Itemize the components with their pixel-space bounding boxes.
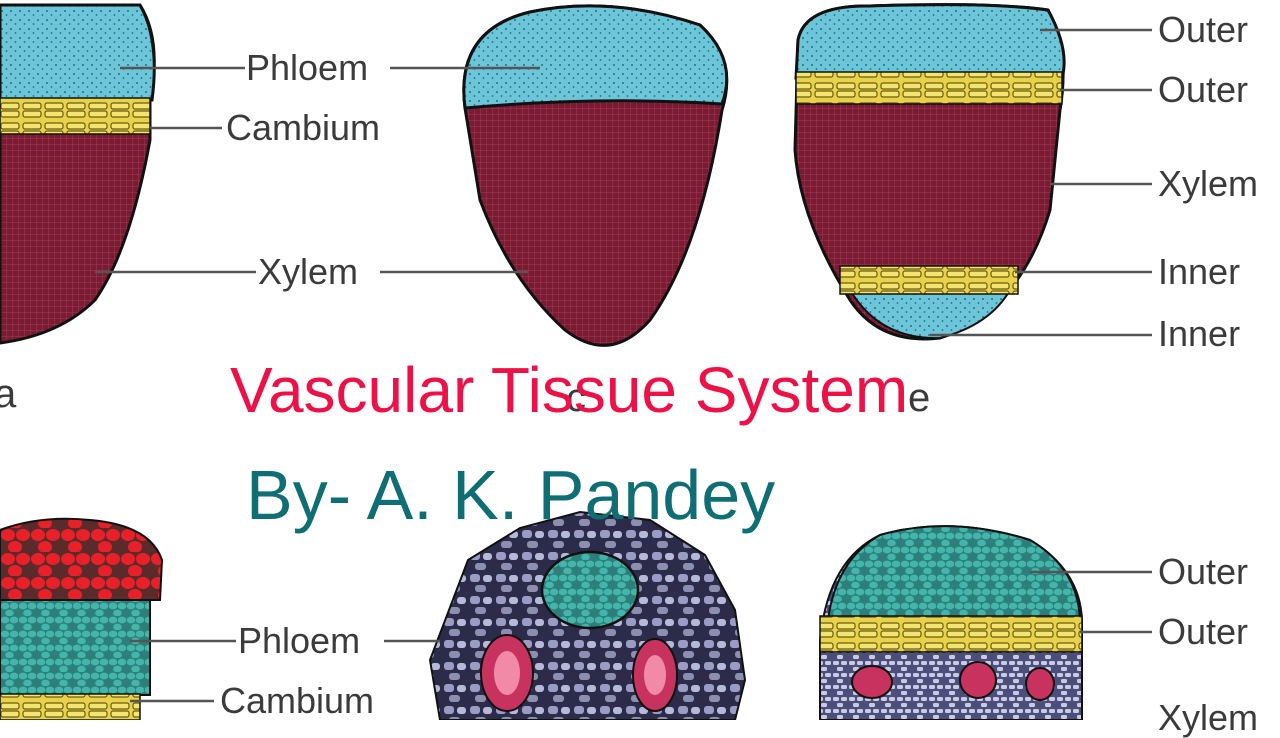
author-byline: By- A. K. Pandey [246,456,776,534]
bundle-a [0,3,156,345]
bundle-c [462,4,729,347]
label-outer-cambium-bottom: Outer [1158,611,1249,652]
label-phloem-a: Phloem [246,47,369,88]
label-cambium-a: Cambium [226,107,381,148]
label-inner-phloem-e: Inner [1158,313,1241,354]
label-outer-cambium-e: Outer [1158,69,1249,110]
bundle-bottom-right [819,525,1083,720]
label-xylem-bottom: Xylem [1158,697,1259,738]
label-xylem-c: Xylem [258,251,359,292]
bundle-bottom-middle [428,510,747,720]
diagram-canvas [0,3,1152,720]
leader-lines [95,28,1152,703]
figure-letter-e: e [908,376,931,420]
title: Vascular Tissue System [230,354,909,426]
figure-letter-a: a [0,372,17,416]
figure-letter-c: c [566,376,586,420]
label-outer-phloem-e: Outer [1158,9,1249,50]
label-outer-phloem-bottom: Outer [1158,551,1249,592]
label-xylem-e: Xylem [1158,163,1259,204]
label-inner-cambium-e: Inner [1158,251,1241,292]
label-cambium-bottom: Cambium [220,680,375,721]
label-phloem-bottom: Phloem [238,620,361,661]
bundle-e [793,3,1066,341]
bundle-bottom-left [0,517,164,720]
